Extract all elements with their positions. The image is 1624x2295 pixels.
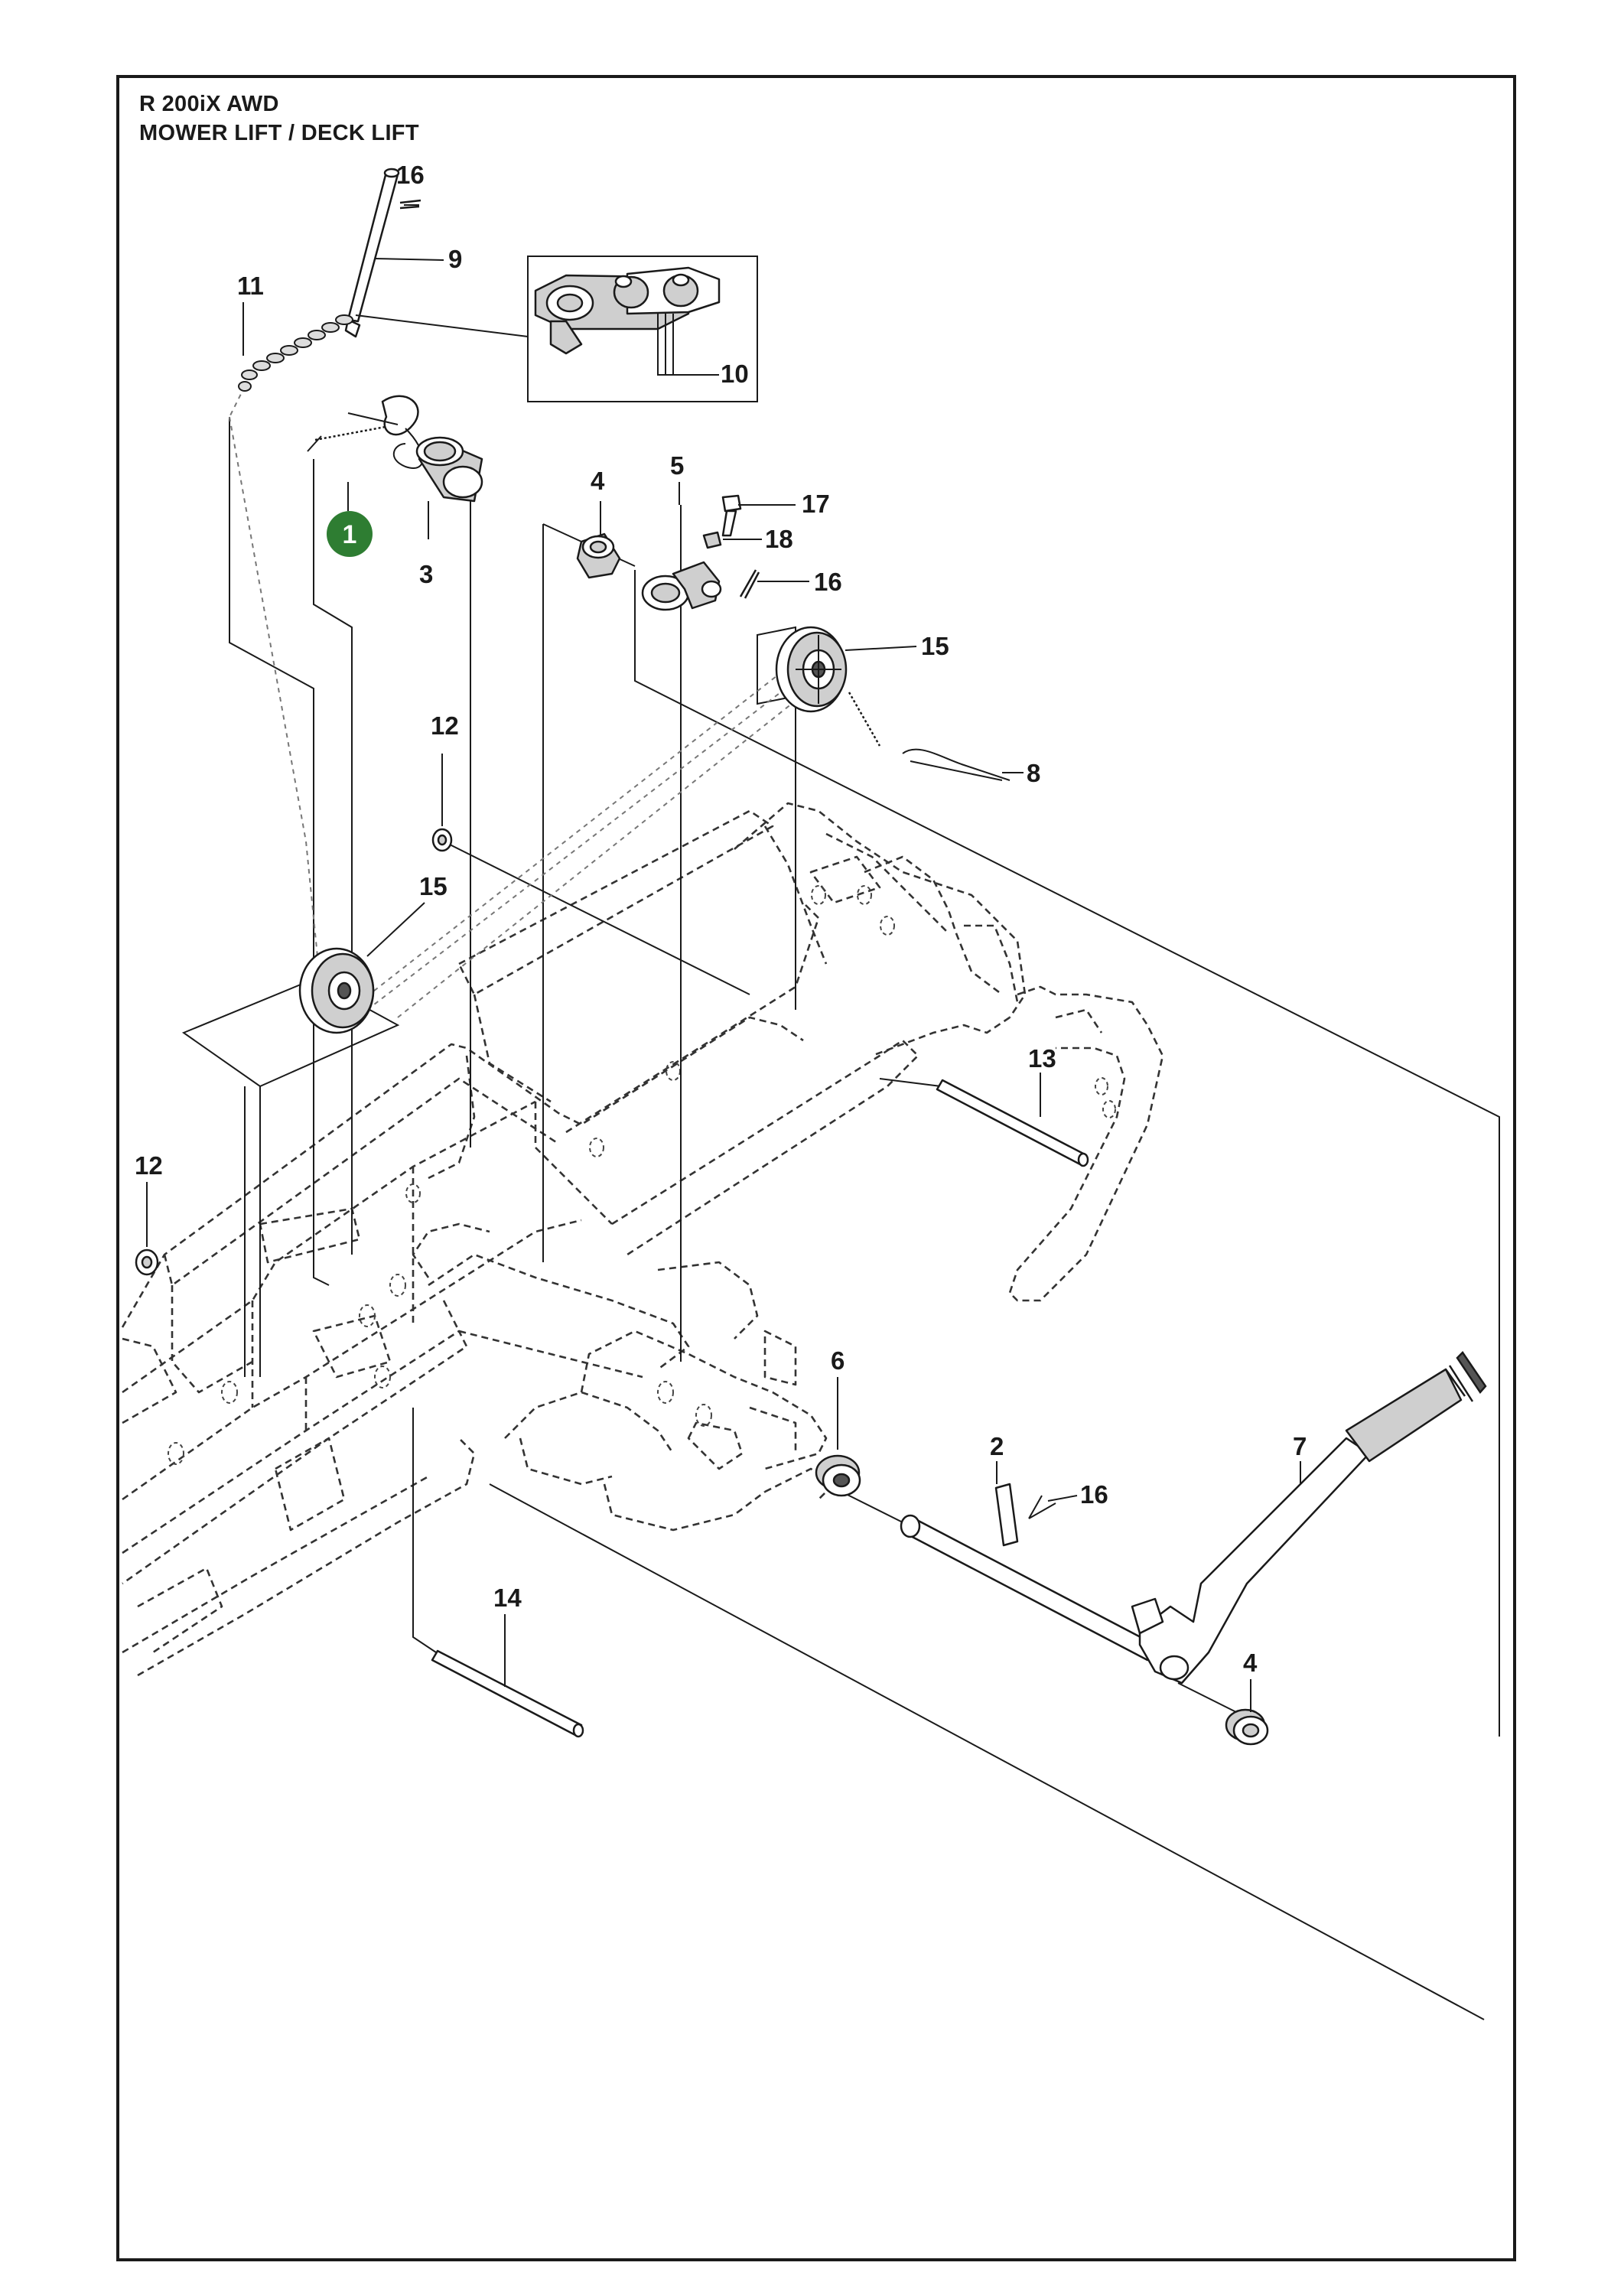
callout-15-left: 15 — [419, 872, 447, 900]
callout-15-right: 15 — [921, 632, 949, 660]
callout-4-top: 4 — [591, 467, 605, 495]
pulley-left — [298, 947, 375, 1034]
pulley-right — [775, 626, 848, 713]
lift-lever-arm — [344, 168, 400, 338]
callout-13: 13 — [1028, 1044, 1056, 1073]
callout-16-middle: 16 — [814, 568, 842, 596]
washer-lower — [135, 1248, 159, 1276]
cotter-pin-top — [399, 199, 421, 210]
cotter-pin-middle — [739, 569, 760, 599]
tension-spring — [307, 395, 424, 469]
chain-detail-inset — [527, 256, 758, 402]
pivot-bracket — [641, 561, 722, 611]
washer-upper — [431, 828, 453, 852]
callout-7: 7 — [1293, 1432, 1307, 1460]
pivot-rod-13 — [936, 1079, 1089, 1167]
cotter-pin-lower — [1028, 1495, 1056, 1519]
callout-2: 2 — [990, 1432, 1004, 1460]
callout-18: 18 — [765, 525, 793, 553]
item-badge-1: 1 — [327, 511, 373, 557]
callout-5: 5 — [670, 451, 684, 480]
callout-11: 11 — [237, 272, 264, 300]
bolt — [721, 494, 742, 537]
lift-knob — [815, 1454, 861, 1497]
section-title: MOWER LIFT / DECK LIFT — [139, 121, 419, 145]
lift-lever-handle — [1131, 1351, 1487, 1685]
chain-detail-leader — [355, 314, 529, 337]
assembly-lines — [181, 386, 1500, 2020]
clevis-pin — [994, 1483, 1019, 1547]
diagram-frame — [116, 75, 1516, 2261]
bushing — [415, 436, 483, 503]
chassis-frame-outline — [121, 802, 1164, 1677]
callout-16-lower: 16 — [1080, 1480, 1108, 1509]
hairpin-clip — [902, 748, 1011, 781]
callout-12-upper: 12 — [431, 711, 459, 740]
spacer-bottom — [1225, 1708, 1269, 1746]
callout-3: 3 — [419, 560, 433, 588]
nut — [702, 531, 722, 549]
callout-14: 14 — [493, 1584, 522, 1612]
badge-number: 1 — [343, 520, 357, 549]
callout-10: 10 — [721, 360, 749, 388]
spacer-top — [576, 532, 621, 579]
lift-chain — [238, 314, 353, 392]
callout-4-bottom: 4 — [1243, 1649, 1258, 1677]
lift-shaft — [900, 1514, 1157, 1662]
callout-6: 6 — [831, 1346, 845, 1375]
callout-8: 8 — [1027, 759, 1040, 787]
pulley-spring — [848, 692, 881, 747]
pivot-rod-14 — [431, 1649, 584, 1738]
callout-16-top: 16 — [396, 161, 425, 189]
callout-17: 17 — [802, 490, 830, 518]
callout-9: 9 — [448, 245, 462, 273]
callout-12-lower: 12 — [135, 1151, 163, 1180]
callout-leaders — [146, 204, 1301, 1712]
model-title: R 200iX AWD — [139, 92, 279, 116]
